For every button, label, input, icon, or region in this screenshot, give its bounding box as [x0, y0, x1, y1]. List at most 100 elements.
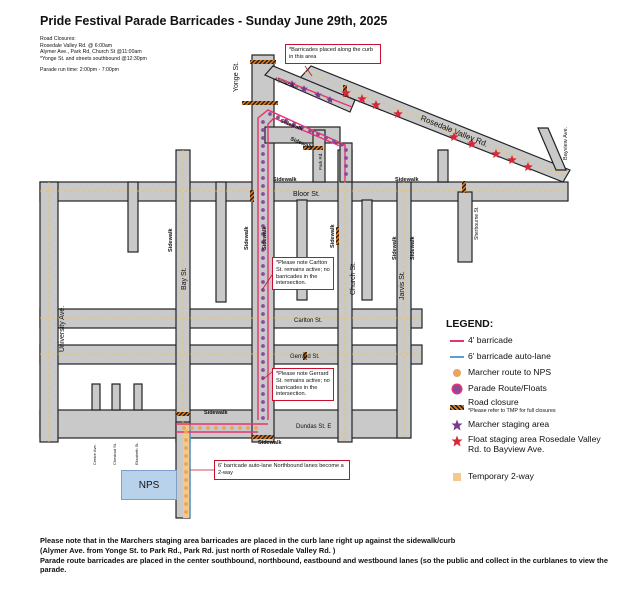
footer-notes: Please note that in the Marchers staging…	[40, 536, 635, 575]
parade-route-dot	[261, 320, 265, 324]
gerrard-street-road	[39, 344, 423, 365]
legend-label: Marcher staging area	[468, 419, 550, 430]
label-sidewalk: Sidewalk	[204, 410, 228, 416]
callout-auto-lane: 6' barricade auto-lane Northbound lanes …	[214, 460, 350, 480]
label-sidewalk: Sidewalk	[330, 224, 336, 248]
closures-heading: Road Closures:	[40, 36, 76, 42]
centre-ave-road	[91, 383, 101, 411]
marcher-route-dots	[182, 426, 258, 514]
label-university: University Ave.	[59, 306, 66, 352]
parade-route-dot	[261, 392, 265, 396]
side-street-road-1	[127, 181, 139, 253]
parade-route-dot	[261, 360, 265, 364]
callout-leaders	[190, 65, 313, 471]
blue-line-icon	[450, 356, 464, 358]
marcher-route-dot	[184, 502, 188, 506]
legend-label: Temporary 2-way	[468, 471, 534, 482]
float-staging-star	[449, 132, 459, 141]
label-sherbourne: Sherbourne St.	[474, 206, 480, 240]
label-elizabeth: Elizabeth St.	[134, 443, 139, 465]
parade-route-dot	[300, 125, 304, 130]
label-bay: Bay St.	[181, 267, 188, 290]
parade-route-dot	[344, 164, 348, 168]
label-bayview: Bayview Ave.	[563, 126, 569, 160]
parade-route-dot	[261, 120, 265, 124]
closure-line-1: Rosedale Valley Rd. @ 6:00am	[40, 42, 113, 49]
map-title: Pride Festival Parade Barricades - Sunda…	[40, 14, 388, 28]
marcher-route-dot	[184, 486, 188, 490]
side-street-road-4	[361, 199, 373, 301]
legend-item: Marcher staging area	[446, 417, 636, 433]
closure-line-2: Alymer Ave., Park Rd, Church St @11:00am	[40, 49, 142, 56]
marcher-route-dot	[184, 446, 188, 450]
marcher-route-dot	[230, 426, 234, 430]
parade-route-dot	[261, 176, 265, 180]
elizabeth-st-road	[133, 383, 143, 411]
legend-label: Parade Route/Floats	[468, 383, 547, 394]
parade-route-dot	[261, 304, 265, 308]
float-staging-star	[523, 162, 533, 171]
callout-curb-barricades: *Barricades placed along the curb in thi…	[285, 44, 381, 64]
park-connector-road	[339, 142, 353, 183]
marcher-route-dot	[254, 426, 258, 430]
callout-gerrard: *Please note Gerrard St. remains active;…	[272, 368, 334, 402]
float-staging-star	[341, 88, 351, 97]
marcher-route-dot	[182, 426, 186, 430]
closure-line-3: *Yonge St. and streets southbound @12:30…	[40, 55, 147, 62]
nps-building: NPS	[121, 470, 177, 500]
label-sidewalk: Sidewalk	[262, 226, 268, 250]
label-jarvis: Jarvis St.	[399, 271, 406, 300]
parade-route-dot	[261, 224, 265, 228]
legend-label: Marcher route to NPS	[468, 367, 552, 378]
purple-dot-icon	[453, 385, 461, 393]
parade-route-dot	[261, 416, 265, 420]
marcher-route-dot	[184, 470, 188, 474]
float-staging-star	[357, 94, 367, 103]
parade-run-time: Parade run time: 2:00pm - 7:00pm	[40, 67, 120, 73]
parade-route-dot	[261, 200, 265, 204]
parade-route-dot	[261, 288, 265, 292]
legend: LEGEND: 4' barricade 6' barricade auto-l…	[446, 318, 636, 485]
legend-item: 4' barricade	[446, 333, 636, 349]
float-staging-star	[371, 100, 381, 109]
marcher-staging-star	[300, 85, 308, 93]
legend-item: Marcher route to NPS	[446, 365, 636, 381]
marcher-route-dot	[184, 430, 188, 434]
note-line-3: Parade route barricades are placed in th…	[40, 555, 608, 575]
parade-route-dot	[268, 112, 272, 116]
note-line-2: (Alymer Ave. from Yonge St. to Park Rd.,…	[40, 545, 336, 555]
parade-route-dot	[261, 128, 265, 132]
float-staging-star	[467, 139, 477, 148]
rosedale-link-road	[437, 149, 449, 183]
label-dundas: Dundas St. E	[296, 424, 331, 430]
legend-label: Float staging area Rosedale Valley Rd. t…	[468, 434, 601, 454]
side-street-road-3	[296, 199, 308, 301]
parade-route-dot	[261, 168, 265, 172]
note-line-1: Please note that in the Marchers staging…	[40, 536, 456, 545]
parade-route-dot	[261, 192, 265, 196]
parade-route-dot	[261, 216, 265, 220]
marcher-route-dot	[246, 426, 250, 430]
float-staging-star	[393, 109, 403, 118]
parade-route-dot	[261, 312, 265, 316]
tmp-note: *Please refer to TMP for full closures	[468, 408, 556, 414]
carlton-street-road	[39, 308, 423, 329]
float-staging-star	[507, 155, 517, 164]
float-staging-star	[491, 149, 501, 158]
marcher-route-dot	[206, 426, 210, 430]
marcher-staging-star	[288, 80, 296, 88]
marcher-route-dot	[214, 426, 218, 430]
peach-square-icon	[453, 473, 461, 481]
bayview-ave-road	[537, 127, 567, 171]
parade-route-dot	[261, 296, 265, 300]
label-sidewalk: Sidewalk	[395, 177, 419, 183]
parade-route-dot	[261, 408, 265, 412]
parade-route-dot	[261, 368, 265, 372]
marcher-route-dot	[238, 426, 242, 430]
parade-route-dot	[261, 144, 265, 148]
legend-item: Road closure*Please refer to TMP for ful…	[446, 397, 636, 417]
label-bloor: Bloor St.	[293, 191, 320, 198]
marcher-staging-star	[326, 96, 334, 104]
label-sidewalk: Sidewalk	[244, 226, 250, 250]
parade-route-dot	[261, 152, 265, 156]
